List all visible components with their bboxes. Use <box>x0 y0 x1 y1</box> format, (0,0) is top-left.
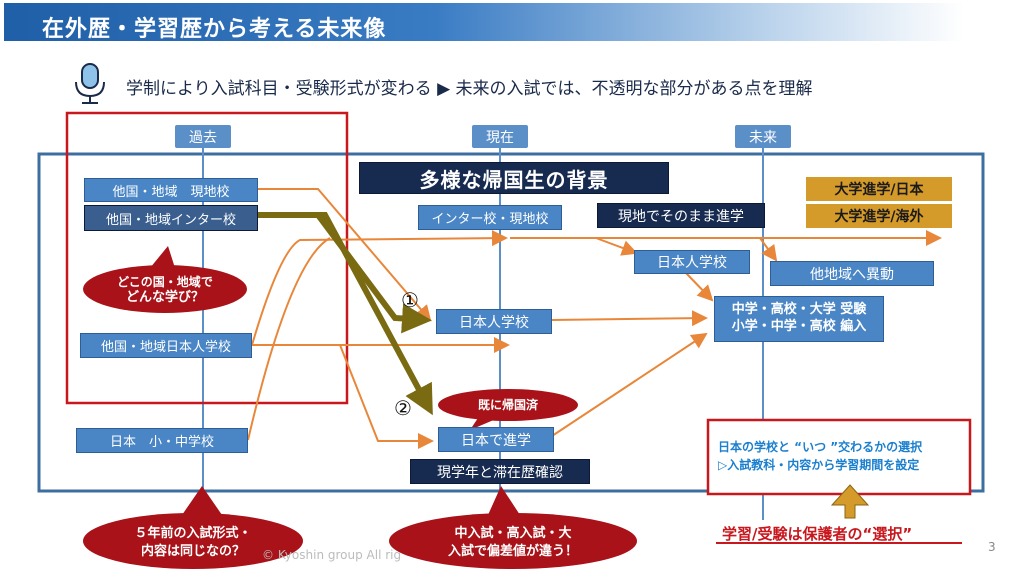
past-local-school-box: 他国・地域 現地校 <box>84 178 258 202</box>
past-international-school-box: 他国・地域インター校 <box>84 205 258 231</box>
bottom-left-bubble-line2: 内容は同じなの？ <box>140 544 245 559</box>
future-university-japan-box: 大学進学/日本 <box>806 177 952 201</box>
already-returned-bubble <box>438 389 578 430</box>
timeline-present-header: 現在 <box>472 125 528 148</box>
timeline-past-header: 過去 <box>175 125 231 148</box>
page-number: 3 <box>988 540 996 554</box>
subtitle: 学制により入試科目・受験形式が変わる ▶ 未来の入試では、不透明な部分がある点を… <box>126 79 813 99</box>
olive-arrows <box>256 212 433 416</box>
main-frame <box>37 152 985 493</box>
parent-choice-label: 学習/受験は保護者の“選択” <box>722 525 913 543</box>
past-bubble-line2: どんな学び？ <box>125 290 204 305</box>
present-japanese-school-box: 日本人学校 <box>436 309 552 334</box>
past-bubble-line1: どこの国・地域で <box>117 275 213 289</box>
orange-arrows <box>247 188 942 449</box>
bottom-left-bubble <box>83 486 303 569</box>
main-title-box: 多様な帰国生の背景 <box>359 162 669 194</box>
present-continue-locally-box: 現地でそのまま進学 <box>597 203 765 228</box>
selection-highlight-frame <box>706 418 972 496</box>
already-returned-label: 既に帰国済 <box>477 398 538 412</box>
present-japanese-school-box-2: 日本人学校 <box>634 250 750 274</box>
past-highlight-frame <box>65 111 349 405</box>
present-international-school-box: インター校・現地校 <box>418 205 562 230</box>
footer-copyright: © Kyoshin group All rig <box>262 548 402 562</box>
future-relocation-box: 他地域へ異動 <box>770 261 934 286</box>
timeline-future-header: 未来 <box>735 125 791 148</box>
slide-title: 在外歴・学習歴から考える未来像 <box>42 17 387 42</box>
marker-one: ① <box>401 288 419 312</box>
bottom-right-bubble-line2: 入試で偏差値が違う！ <box>447 544 578 559</box>
bottom-left-bubble-line1: ５年前の入試形式・ <box>134 526 252 541</box>
past-japanese-school-box: 他国・地域日本人学校 <box>80 333 252 358</box>
present-confirm-box: 現学年と滞在歴確認 <box>410 459 590 484</box>
future-exam-box: 中学・高校・大学 受験 小学・中学・高校 編入 <box>714 296 884 342</box>
future-university-abroad-box: 大学進学/海外 <box>806 204 952 228</box>
selection-line1: 日本の学校と “いつ ”交わるかの選択 <box>718 440 923 454</box>
past-question-bubble <box>83 246 247 313</box>
future-exam-line2: 小学・中学・高校 編入 <box>731 319 867 334</box>
marker-two: ② <box>394 396 412 420</box>
past-japan-school-box: 日本 小・中学校 <box>76 428 248 453</box>
title-banner: 在外歴・学習歴から考える未来像 <box>4 3 964 42</box>
bottom-right-bubble-line1: 中入試・高入試・大 <box>454 526 572 541</box>
future-exam-line1: 中学・高校・大学 受験 <box>731 302 867 318</box>
selection-line2: ▷入試教科・内容から学習期間を設定 <box>718 458 920 472</box>
bottom-right-bubble <box>389 486 637 569</box>
present-japan-advance-box: 日本で進学 <box>438 427 554 452</box>
up-arrow-icon <box>830 484 870 519</box>
